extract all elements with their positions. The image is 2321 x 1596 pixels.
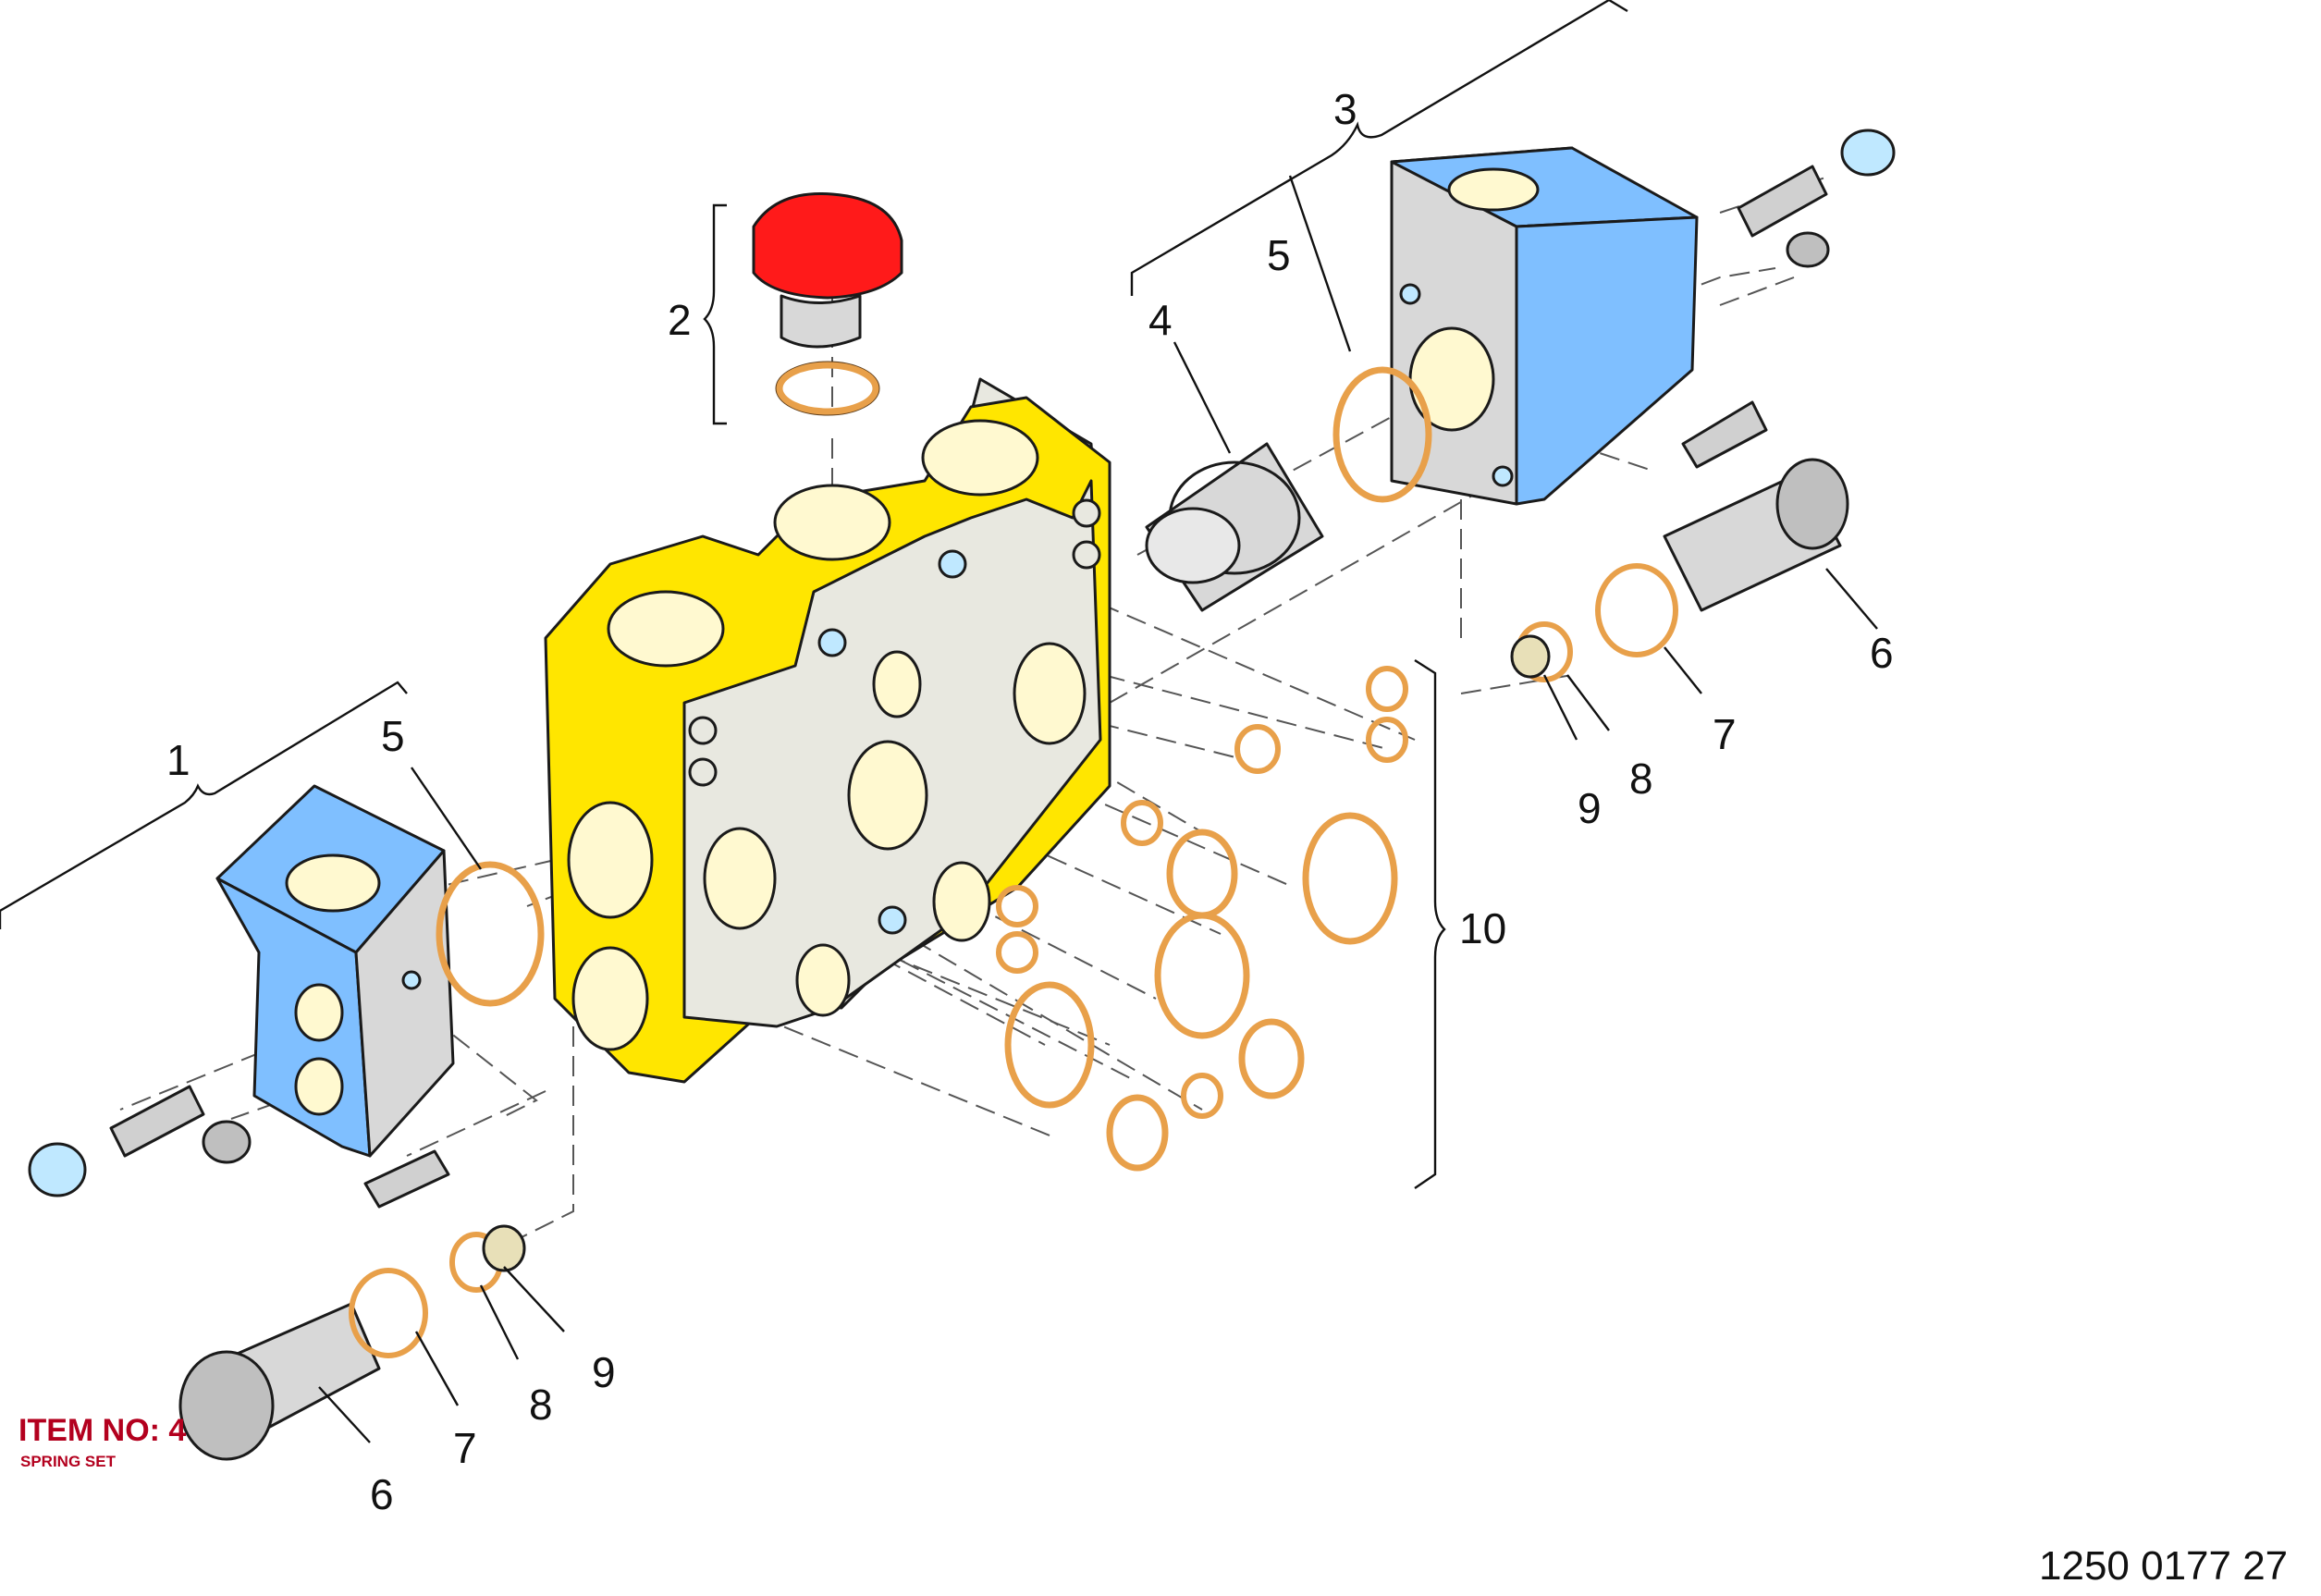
seal-kit-o-rings: [996, 666, 1408, 1172]
item-number-subtitle: SPRING SET: [20, 1453, 117, 1470]
valve-body: [544, 377, 1111, 1084]
callout-4: 4: [1148, 296, 1173, 344]
drawing-number: 1250 0177 27: [2039, 1543, 2288, 1589]
callout-7-right: 7: [1713, 710, 1737, 758]
item-label: ITEM NO: 4 SPRING SET: [18, 1413, 186, 1470]
callout-9-right: 9: [1578, 784, 1602, 832]
left-end-cover: [28, 784, 545, 1461]
item-number-title: ITEM NO: 4: [18, 1413, 186, 1448]
callout-7-left: 7: [453, 1424, 477, 1472]
callout-1: 1: [166, 736, 190, 784]
plug-assembly: [752, 191, 903, 416]
callout-6-left: 6: [370, 1470, 394, 1518]
callout-8-left: 8: [529, 1381, 553, 1429]
callout-leaders: [318, 175, 1878, 1443]
callout-10: 10: [1459, 904, 1506, 952]
callout-5-left: 5: [381, 712, 405, 760]
callout-5-right: 5: [1267, 231, 1291, 279]
callout-6-right: 6: [1870, 629, 1894, 677]
callout-3: 3: [1333, 85, 1357, 133]
callout-9-left: 9: [592, 1348, 616, 1396]
callout-labels: 1 2 3 4 5 5 6 6 7 7 8 8 9 9 10: [166, 85, 1894, 1518]
bracket-lines: [0, 0, 1628, 1189]
callout-8-right: 8: [1629, 755, 1653, 803]
right-end-cover: [1145, 129, 1896, 682]
callout-2: 2: [668, 296, 692, 344]
